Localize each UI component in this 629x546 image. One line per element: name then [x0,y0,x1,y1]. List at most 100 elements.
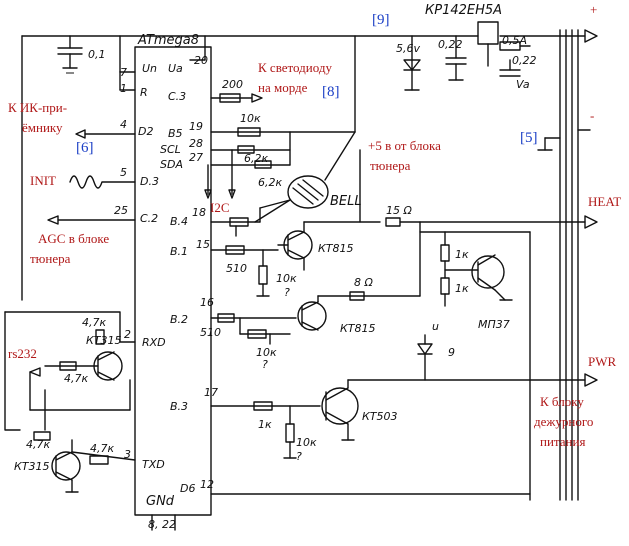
q-kt315a: КТ315 [86,334,122,347]
pin-12: 12 [200,478,214,491]
r62a-value: 6,2к [244,152,268,165]
r10k-a-value: 10к [276,272,297,285]
top-right-notes: К светодиоду на морде [8] 200 +5 в от бл… [210,60,441,173]
bell-label: BELL [330,194,362,209]
q-c: ? [296,450,302,463]
q-b: ? [262,358,268,371]
terminal-heat: HEAT [588,194,621,209]
note-agc-1: AGC в блоке [38,231,109,246]
r10k-value: 10к [240,112,261,125]
pin-27: 27 [189,151,203,164]
q-mp37: МП37 [478,318,510,331]
pin-4: 4 [120,118,127,131]
r47a-value: 4,7к [82,316,106,329]
r10k-c-value: 10к [296,436,317,449]
pin-25: 25 [114,204,128,217]
terminal-minus: - [590,108,594,123]
port-b1: B.1 [170,245,188,258]
q-kt503: КТ503 [362,410,398,423]
power-led: u 9 [417,320,455,381]
note-led-1: К светодиоду [258,60,332,75]
mp37-stage: 1к 1к МП37 [419,231,531,501]
note-ir-1: К ИК-при- [8,100,67,115]
port-txd: TXD [142,458,165,471]
note-ir-2: ёмнику [22,120,63,135]
q-kt815a: КТ815 [318,242,354,255]
terminal-plus: + [590,2,597,17]
regulator-section: КР142ЕН5А 5,6v 0,22 0,5А 0,22 Va [9] [372,3,537,91]
pin-15: 15 [196,238,210,251]
mcu-gnd: GNd [146,494,175,509]
pin-2: 2 [124,328,131,341]
r510a-value: 510 [226,262,247,275]
heat-driver: 510 10к ? КТ815 15 Ω HEAT [210,149,621,299]
note-plus5-1: +5 в от блока [368,138,441,153]
vreg-label: КР142ЕН5А [425,3,502,18]
note-led-2: на морде [258,80,308,95]
q-kt315b-1: КТ315 [14,460,50,473]
note-plus5-2: тюнера [370,158,411,173]
mcu-pin-un: Un [142,62,157,75]
pwr-stage: 1к 10к ? КТ503 PWR К блоку дежурного пит… [210,354,617,495]
pin-18: 18 [192,206,206,219]
r47c-value: 4,7к [26,438,50,451]
r200-value: 200 [222,78,243,91]
pin-numbers: 7 20 1 4 5 25 19 28 27 18 15 16 17 3 2 1… [114,54,218,491]
left-notes: К ИК-при- ёмнику [6] INIT AGC в блоке тю… [8,100,136,266]
note-init: INIT [30,173,56,188]
r1k-a-value: 1к [455,248,469,261]
port-d2: D2 [138,125,153,138]
bell-speaker: BELL [254,131,362,223]
port-sda: SDA [160,158,183,171]
r1k-b-value: 1к [455,282,469,295]
led-9: 9 [448,346,455,359]
pin-1: 1 [120,82,127,95]
note-agc-2: тюнера [30,251,71,266]
cap-01-value: 0,1 [88,48,106,61]
port-b3: B.3 [170,400,188,413]
r62b-value: 6,2к [258,176,282,189]
r8-value: 8 Ω [354,276,373,289]
fuse-value: 0,5А [502,34,527,47]
r10k-b-value: 10к [256,346,277,359]
r15-value: 15 Ω [386,204,412,217]
note-standby-3: питания [540,434,585,449]
pin-19: 19 [189,120,203,133]
port-c3: C.3 [168,90,186,103]
note-standby-1: К блоку [540,394,584,409]
port-b4: B.4 [170,215,188,228]
terminal-pwr: PWR [588,354,617,369]
port-b5: B5 [168,127,183,140]
supply-rail [21,29,579,501]
note-standby-2: дежурного [534,414,593,429]
note-rs232: rs232 [8,346,37,361]
pin-17: 17 [204,386,218,399]
mcu-title: ATmega8 [137,33,199,48]
b2-stage: 510 10к ? КТ815 8 Ω [200,221,421,371]
mcu-body: ATmega8 Un Ua R GNd 8, 22 [134,33,212,531]
vreg-cap-out: 0,22 [512,54,537,67]
pin-28: 28 [189,137,203,150]
zener-value: 5,6v [396,42,420,55]
led-u: u [432,320,439,333]
port-rxd: RXD [142,336,166,349]
q-a: ? [284,286,290,299]
port-d6: D6 [180,482,195,495]
rs232-section: rs232 4,7к КТ315 4,7к 4,7к КТ315 4,7к [4,311,136,493]
port-labels: C.3 D2 D.3 C.2 B5 SCL SDA B.4 B.1 B.2 B.… [138,90,195,495]
rail-terminals: + - [5] [520,2,598,151]
r47d-value: 4,7к [90,442,114,455]
pin-5: 5 [120,166,127,179]
note-i2c: I2C [210,200,230,215]
ref-9: [9] [372,12,390,28]
port-b2: B.2 [170,313,188,326]
capacitor-01: 0,1 [57,35,106,74]
port-c2: C.2 [140,212,158,225]
port-d3: D.3 [140,175,159,188]
ref-6: [6] [76,140,94,156]
ref-8: [8] [322,84,340,100]
mcu-pin-ua: Ua [168,62,183,75]
pin-16: 16 [200,296,214,309]
mcu-pin-r: R [140,86,148,99]
